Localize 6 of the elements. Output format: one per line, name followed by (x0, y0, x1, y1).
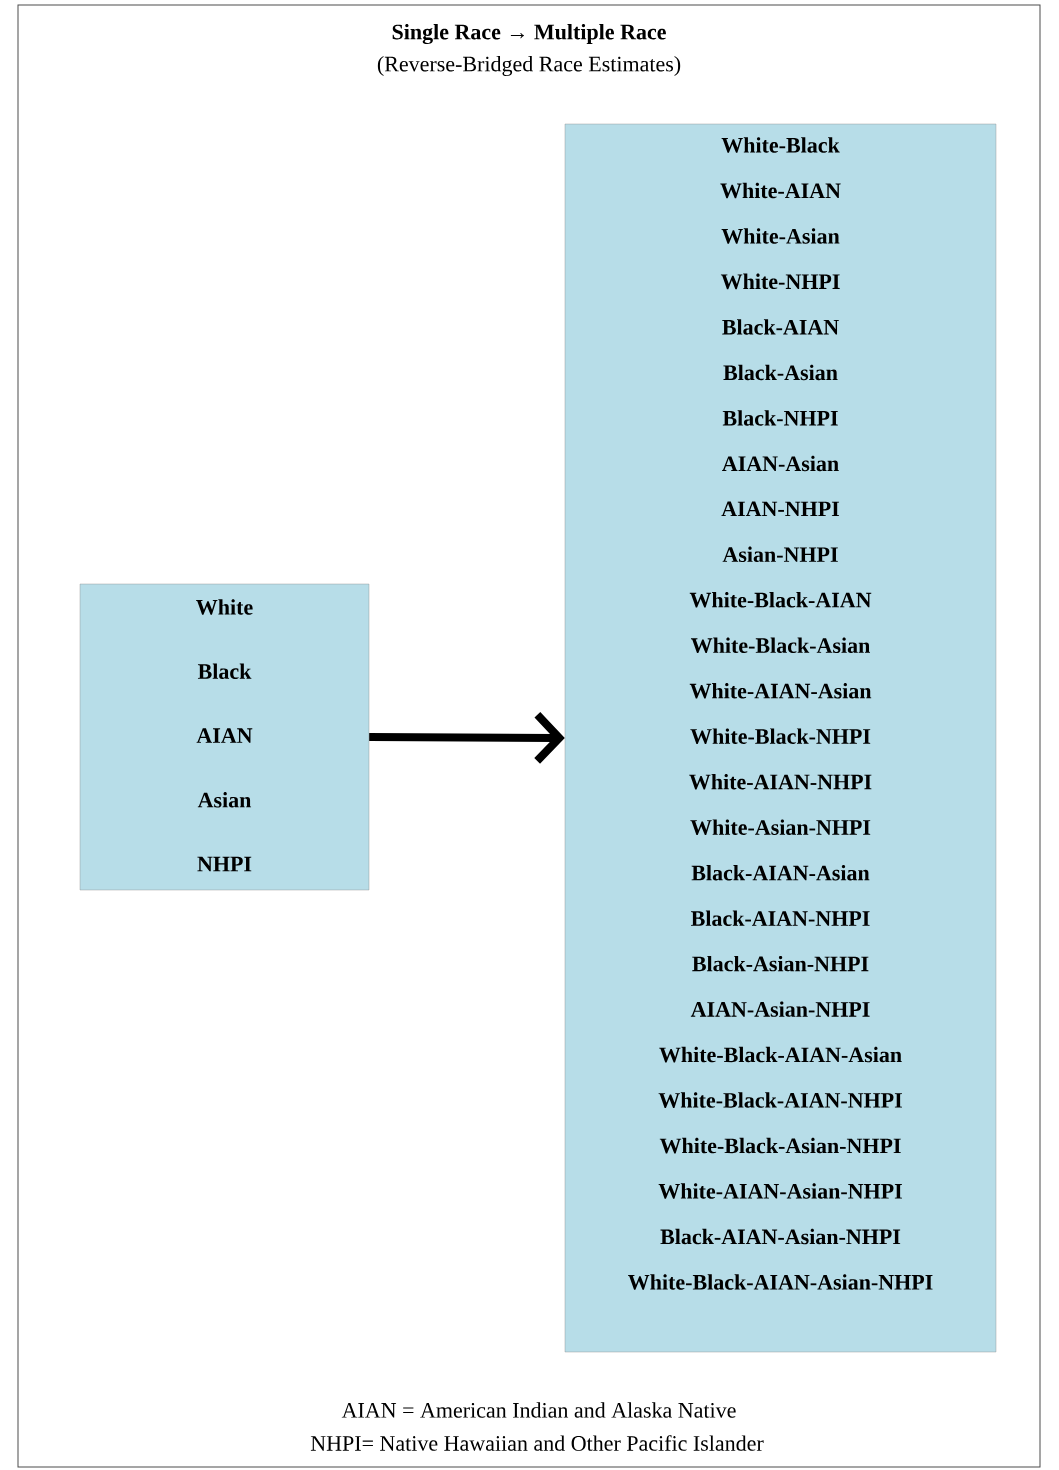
footnote: AIAN = American Indian and Alaska Native (341, 1402, 736, 1418)
footnote: NHPI= Native Hawaiian and Other Pacific Islander (310, 1435, 764, 1451)
title: Single Race → Multiple Race (392, 23, 666, 45)
race-box: White-Black White-AIAN White-Asian White-NHPI Black-AIAN Black-Asian Black-NHPI AIAN-Asian AIAN-NHPI Asian-NHPI White-Black-AIAN White-Black-Asian White-AIAN-Asian White-Black-NHPI White-AIAN-NHPI White-Asian-NHPI Black-AIAN-Asian Black-AIAN-NHPI Black-Asian-NHPI AIAN-Asian-NHPI White-Black-AIAN-Asian White-Black-AIAN-NHPI White-Black-Asian-NHPI White-AIAN-Asian-NHPI Black-AIAN-Asian-NHPI White-Black-AIAN-Asian-NHPI (564, 123, 997, 1353)
subtitle: (Reverse-Bridged Race Estimates) (377, 56, 681, 76)
race-box: White Black AIAN Asian NHPI (79, 583, 370, 891)
